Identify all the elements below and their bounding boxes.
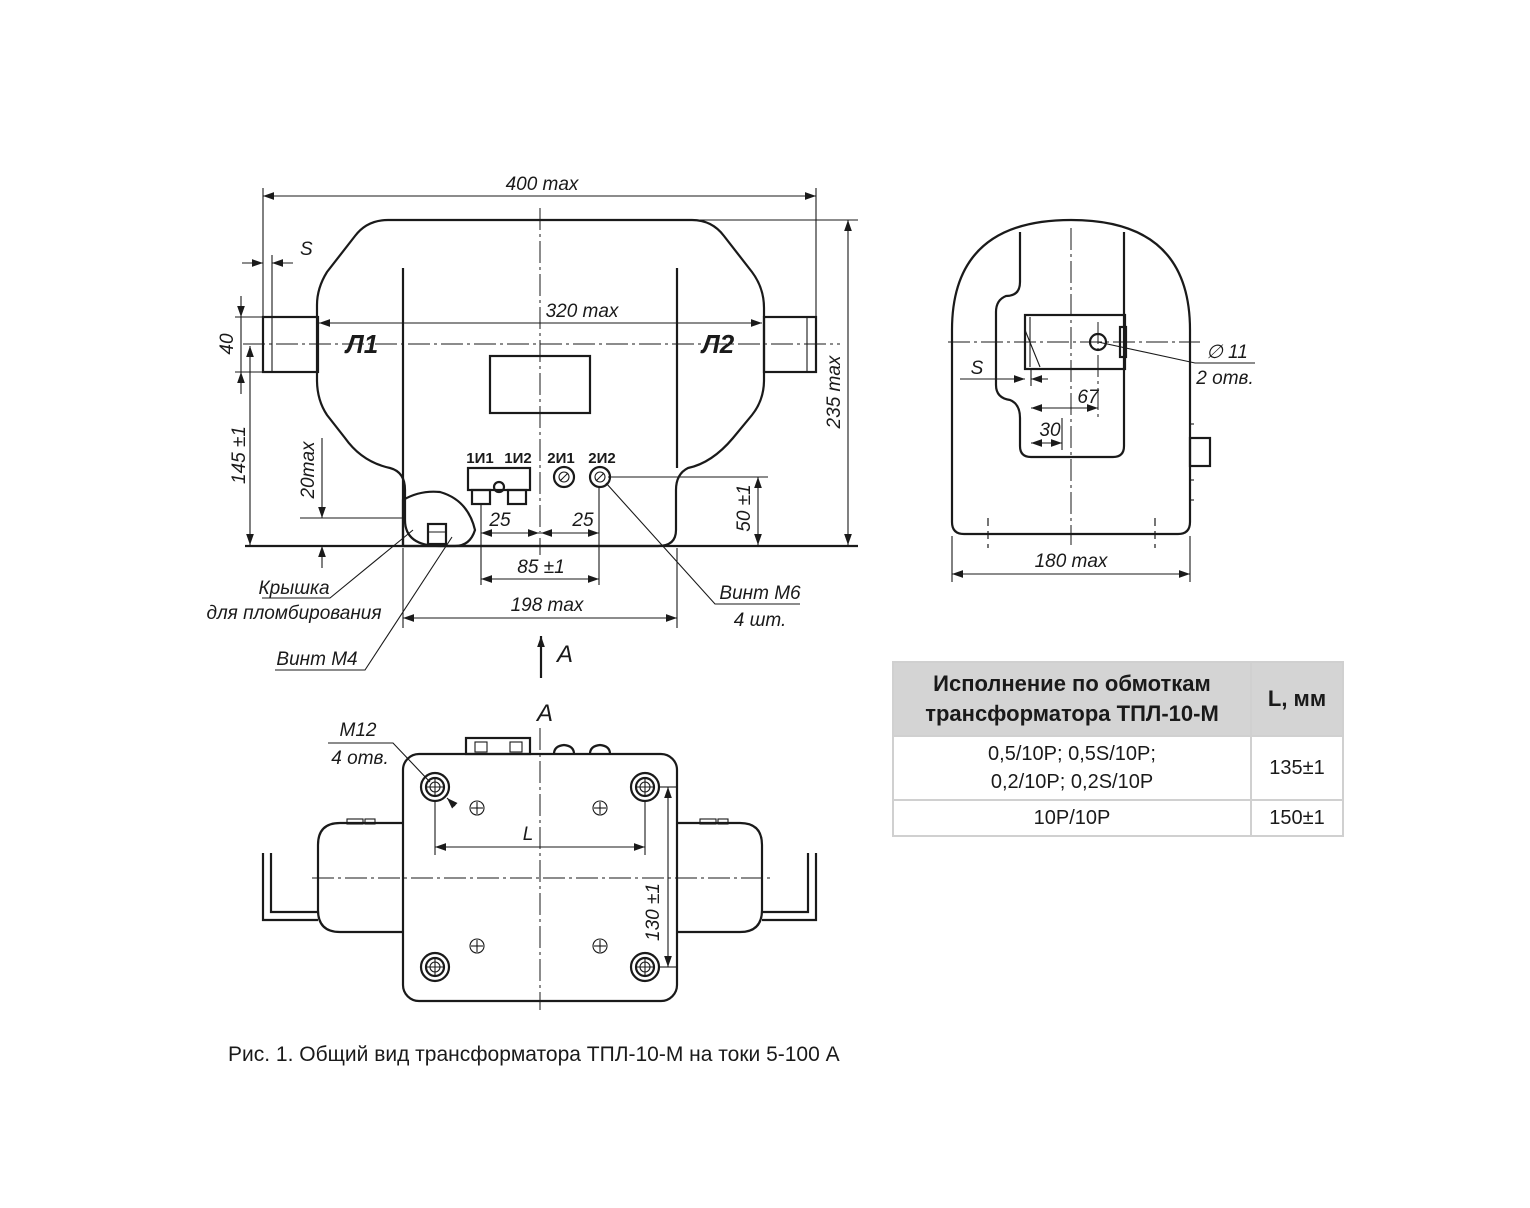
table-row: 10P/10P 150±1 xyxy=(892,799,1344,837)
table-cell-variant-line1: 0,5/10P; 0,5S/10P; xyxy=(988,743,1156,765)
dim-320-label: 320 max xyxy=(546,301,620,322)
table-cell-variant: 0,5/10P; 0,5S/10P; 0,2/10P; 0,2S/10P xyxy=(892,735,1252,801)
table-row: 0,5/10P; 0,5S/10P; 0,2/10P; 0,2S/10P 135… xyxy=(892,735,1344,801)
table-cell-variant: 10P/10P xyxy=(892,799,1252,837)
dim-20-label: 20max xyxy=(298,440,319,500)
callout-screw-m6-line2: 4 шт. xyxy=(734,610,787,631)
terminal-1i2-label: 1И2 xyxy=(504,450,531,467)
callout-screw-m4: Винт М4 xyxy=(276,649,357,670)
table-header-variant: Исполнение по обмоткам трансформатора ТП… xyxy=(892,661,1252,737)
dim-25-left-label: 25 xyxy=(488,510,511,531)
table-cell-l: 135±1 xyxy=(1250,735,1344,801)
dim-198-label: 198 max xyxy=(511,595,585,616)
bottom-dim-l-label: L xyxy=(523,824,534,845)
side-dim-180-label: 180 max xyxy=(1035,551,1109,572)
dim-400-label: 400 max xyxy=(506,174,580,195)
dim-25-right-label: 25 xyxy=(571,510,594,531)
dim-s-label: S xyxy=(300,239,313,260)
dim-40-label: 40 xyxy=(217,333,238,355)
dim-85-label: 85 ±1 xyxy=(517,557,564,578)
front-view: 1И1 1И2 2И1 2И2 Л1 Л2 400 max 320 max S … xyxy=(206,174,858,678)
terminal-2i1-label: 2И1 xyxy=(547,450,574,467)
secondary-terminal-block xyxy=(466,465,612,506)
table-header-row: Исполнение по обмоткам трансформатора ТП… xyxy=(892,661,1344,737)
dim-50-label: 50 ±1 xyxy=(734,484,755,531)
dim-235-label: 235 max xyxy=(824,354,845,429)
bottom-dim-130-label: 130 ±1 xyxy=(643,883,664,941)
bottom-view: А xyxy=(261,700,818,1010)
callout-screw-m6-line1: Винт М6 xyxy=(719,583,801,604)
table-header-variant-line1: Исполнение по обмоткам xyxy=(933,671,1211,696)
bottom-callout-m12-line2: 4 отв. xyxy=(331,748,388,769)
side-dim-hole-line1: ∅ 11 xyxy=(1206,342,1248,363)
variants-table: Исполнение по обмоткам трансформатора ТП… xyxy=(892,661,1344,837)
table-header-variant-line2: трансформатора ТПЛ-10-М xyxy=(925,701,1219,726)
callout-cover-line2: для пломбирования xyxy=(206,603,381,624)
figure-caption: Рис. 1. Общий вид трансформатора ТПЛ-10-… xyxy=(228,1043,840,1066)
side-view: ∅ 11 2 отв. S 67 30 180 max xyxy=(948,218,1255,582)
side-body-outline xyxy=(950,218,1192,536)
side-dim-67-label: 67 xyxy=(1077,387,1100,408)
bottom-view-title: А xyxy=(535,700,553,727)
dim-145-label: 145 ±1 xyxy=(229,426,250,484)
side-dim-s-label: S xyxy=(971,358,984,379)
table-cell-variant-line2: 0,2/10P; 0,2S/10P xyxy=(990,771,1154,793)
table-cell-l: 150±1 xyxy=(1250,799,1344,837)
side-dim-hole-line2: 2 отв. xyxy=(1195,368,1253,389)
sealing-cover-section xyxy=(401,490,477,548)
terminal-l2-label: Л2 xyxy=(700,329,735,359)
view-arrow-label: А xyxy=(555,641,573,668)
bottom-callout-m12-line1: М12 xyxy=(340,720,377,741)
table-header-l: L, мм xyxy=(1250,661,1344,737)
side-dim-30-label: 30 xyxy=(1039,420,1061,441)
terminal-2i2-label: 2И2 xyxy=(588,450,615,467)
terminal-1i1-label: 1И1 xyxy=(466,450,493,467)
callout-cover-line1: Крышка xyxy=(258,578,329,599)
terminal-l1-label: Л1 xyxy=(344,329,378,359)
